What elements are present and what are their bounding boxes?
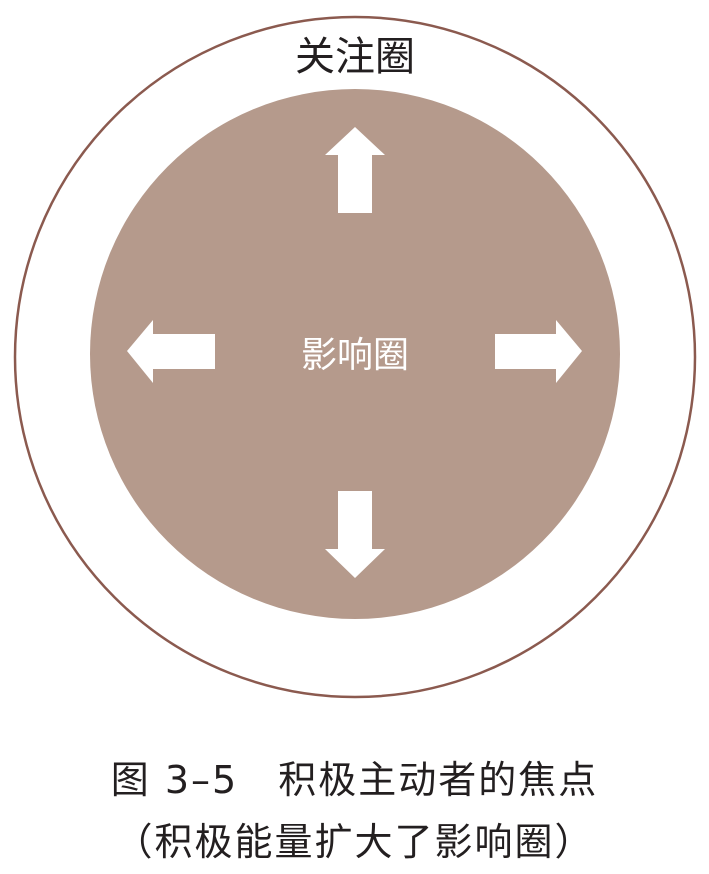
arrow-up-icon: [325, 127, 385, 213]
circle-of-influence-label: 影响圈: [301, 335, 409, 376]
arrow-left-icon: [127, 320, 215, 383]
arrow-right-icon: [495, 320, 582, 383]
figure-caption-subtitle: （积极能量扩大了影响圈）: [114, 820, 595, 864]
arrow-down-icon: [325, 491, 385, 578]
circle-of-influence: [90, 89, 620, 619]
figure-caption-title: 图 3–5 积极主动者的焦点: [110, 758, 599, 802]
circle-of-concern-label: 关注圈: [295, 34, 415, 80]
